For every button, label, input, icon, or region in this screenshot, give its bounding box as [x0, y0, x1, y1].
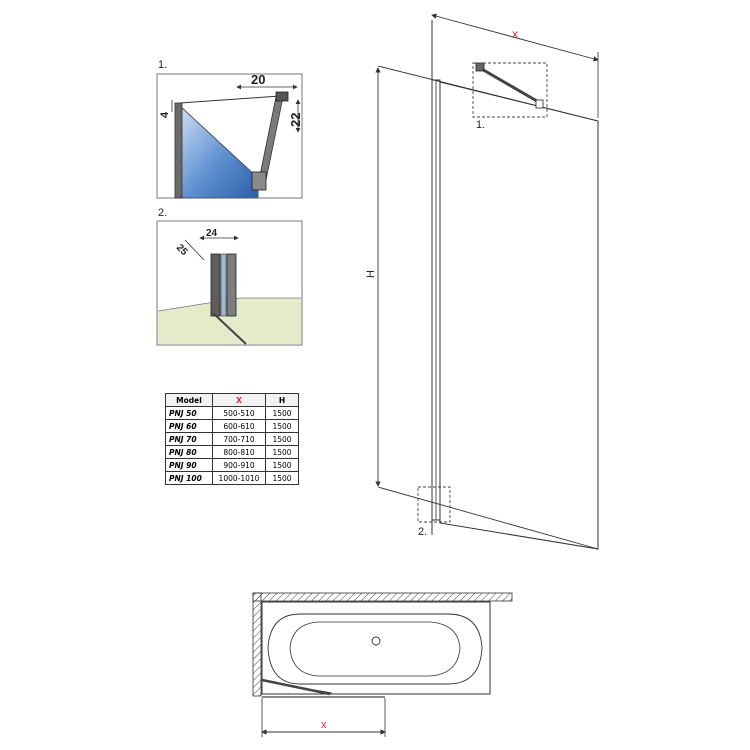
- table-header-row: Model X H: [165, 393, 299, 407]
- cell-x: 1000-1010: [212, 471, 266, 485]
- cell-x: 700-710: [212, 432, 266, 446]
- detail-2: 2. 24 25: [156, 207, 303, 346]
- cell-model: PNJ 80: [165, 445, 213, 459]
- glass-clamp: [251, 171, 267, 191]
- cell-h: 1500: [265, 406, 299, 420]
- cell-model: PNJ 90: [165, 458, 213, 472]
- detail-2-label: 2.: [158, 207, 167, 219]
- glass-edge: [220, 253, 227, 317]
- header-model: Model: [165, 393, 213, 407]
- bathtub-inner: [267, 613, 483, 685]
- cell-h: 1500: [265, 419, 299, 433]
- cell-model: PNJ 100: [165, 471, 213, 485]
- wall-profile: [174, 102, 183, 199]
- plan-view: x: [252, 592, 513, 737]
- cell-model: PNJ 70: [165, 432, 213, 446]
- cell-model: PNJ 60: [165, 419, 213, 433]
- detail-1-label: 1.: [158, 59, 167, 71]
- dim-22-text: 22: [288, 113, 303, 127]
- spec-table: Model X H PNJ 50 500-510 1500 PNJ 60 600…: [165, 393, 299, 485]
- table-row: PNJ 90 900-910 1500: [165, 458, 299, 472]
- dim-4-text: 4: [159, 111, 171, 118]
- table-row: PNJ 100 1000-1010 1500: [165, 471, 299, 485]
- table-row: PNJ 70 700-710 1500: [165, 432, 299, 446]
- detail-1: 1. 20 22 4: [156, 59, 303, 199]
- callout-box-2: [417, 486, 451, 523]
- main-support-arm: [479, 66, 543, 106]
- floor-surface: [158, 298, 301, 344]
- drain: [371, 636, 381, 646]
- cell-model: PNJ 50: [165, 406, 213, 420]
- wall-bracket: [275, 91, 289, 102]
- wall-profile-bottom: [210, 253, 221, 317]
- cell-h: 1500: [265, 445, 299, 459]
- cell-h: 1500: [265, 458, 299, 472]
- callout-1-label: 1.: [476, 119, 485, 131]
- plan-x-label: x: [321, 719, 327, 731]
- cell-x: 800-810: [212, 445, 266, 459]
- table-row: PNJ 60 600-610 1500: [165, 419, 299, 433]
- main-glass-panel: [439, 81, 599, 550]
- dim-20-text: 20: [251, 72, 265, 87]
- plan-wall-left: [252, 592, 262, 697]
- bathtub-outer: [261, 601, 491, 695]
- cell-h: 1500: [265, 432, 299, 446]
- table-row: PNJ 50 500-510 1500: [165, 406, 299, 420]
- dim-24-text: 24: [206, 228, 218, 239]
- callout-box-1: [472, 62, 548, 118]
- header-h: H: [265, 393, 299, 407]
- cell-x: 600-610: [212, 419, 266, 433]
- main-x-label: x: [512, 27, 518, 41]
- table-row: PNJ 80 800-810 1500: [165, 445, 299, 459]
- cell-x: 900-910: [212, 458, 266, 472]
- header-x: X: [212, 393, 266, 407]
- cell-x: 500-510: [212, 406, 266, 420]
- main-elevation: 1. 2. x H: [365, 13, 599, 550]
- plan-wall-top: [252, 592, 513, 602]
- main-h-label: H: [365, 270, 377, 278]
- callout-2-label: 2.: [418, 526, 427, 538]
- cell-h: 1500: [265, 471, 299, 485]
